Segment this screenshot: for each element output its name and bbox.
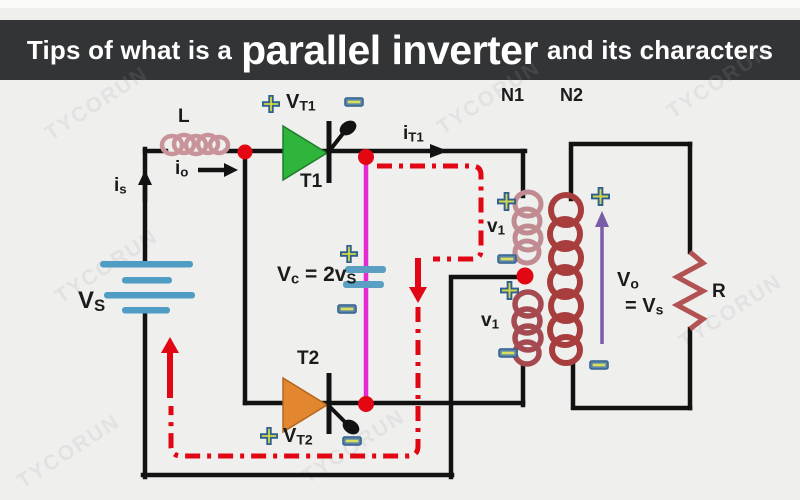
commutation-current-path: [167, 163, 484, 459]
wire-secondary-top: [568, 141, 693, 202]
wire-center-tap-return: [448, 274, 524, 480]
title-highlight: parallel inverter: [241, 26, 538, 73]
gate-terminal-dot: [342, 419, 360, 435]
minus-icon: [337, 304, 357, 314]
junction-dots: [237, 144, 534, 412]
red-down-arrow-head: [409, 287, 427, 303]
it1-arrow-head: [430, 144, 448, 158]
is-arrow-head: [138, 170, 152, 185]
winding-lower-label: v1: [481, 310, 499, 332]
plus-icon: [262, 95, 280, 113]
thyristor2-label: T2: [297, 348, 320, 369]
red-up-arrow-head: [161, 337, 179, 353]
gate-terminal-dot: [339, 120, 357, 136]
red-arrow-heads: [161, 287, 427, 353]
thyristor-current-label: iT1: [403, 123, 424, 145]
plus-icon: [500, 281, 519, 300]
thyristor1-voltage-label: VT1: [286, 91, 316, 114]
minus-icon: [589, 360, 609, 370]
title-prefix: Tips of what is a: [26, 34, 233, 65]
top-strip: [0, 0, 800, 8]
output-voltage-eq-label: = Vs: [625, 295, 664, 318]
minus-icon: [344, 97, 364, 107]
inductor-coil: [159, 132, 231, 157]
plus-icon: [497, 192, 516, 211]
source-voltage-label: VS: [78, 287, 106, 316]
current-arrows: [138, 144, 448, 202]
minus-icon: [497, 254, 517, 264]
wire-secondary-bottom: [570, 358, 693, 411]
capacitor-branch: [343, 158, 386, 402]
red-path-upper: [377, 163, 484, 262]
thyristor-t2-symbol: [282, 373, 360, 435]
title-banner: Tips of what is a parallel inverter and …: [0, 20, 800, 80]
load-label: R: [712, 281, 726, 302]
plus-icon: [340, 245, 358, 263]
battery-symbol: [100, 261, 195, 314]
resistor-symbol: [671, 250, 709, 331]
primary-turns-label: N1: [501, 85, 525, 105]
output-voltage-arrow: [595, 211, 609, 344]
plus-icon: [260, 427, 278, 445]
primary-winding-lower: [511, 289, 544, 367]
red-path-lower: [168, 307, 421, 459]
capacitor-plate-bottom: [343, 281, 384, 288]
secondary-turns-label: N2: [560, 85, 584, 105]
thyristor-t1-symbol: [282, 120, 357, 183]
source-current-label: is: [114, 175, 127, 197]
io-arrow-head: [224, 163, 238, 177]
thyristor2-voltage-label: VT2: [283, 425, 313, 448]
minus-icon: [342, 436, 362, 446]
capacitor-voltage-label: Vc = 2vS: [277, 263, 357, 288]
thyristor1-label: T1: [300, 171, 323, 192]
primary-winding-upper: [511, 189, 544, 266]
inductor-label: L: [178, 106, 190, 127]
plus-icon: [591, 187, 610, 206]
secondary-winding: [547, 192, 584, 366]
circuit-wires: [140, 141, 693, 480]
minus-icon: [498, 348, 518, 358]
output-voltage-label: Vo: [617, 269, 639, 292]
winding-upper-label: v1: [487, 216, 505, 238]
input-current-label: io: [175, 158, 189, 180]
capacitor-plate-top: [345, 266, 386, 273]
title-suffix: and its characters: [546, 34, 774, 65]
